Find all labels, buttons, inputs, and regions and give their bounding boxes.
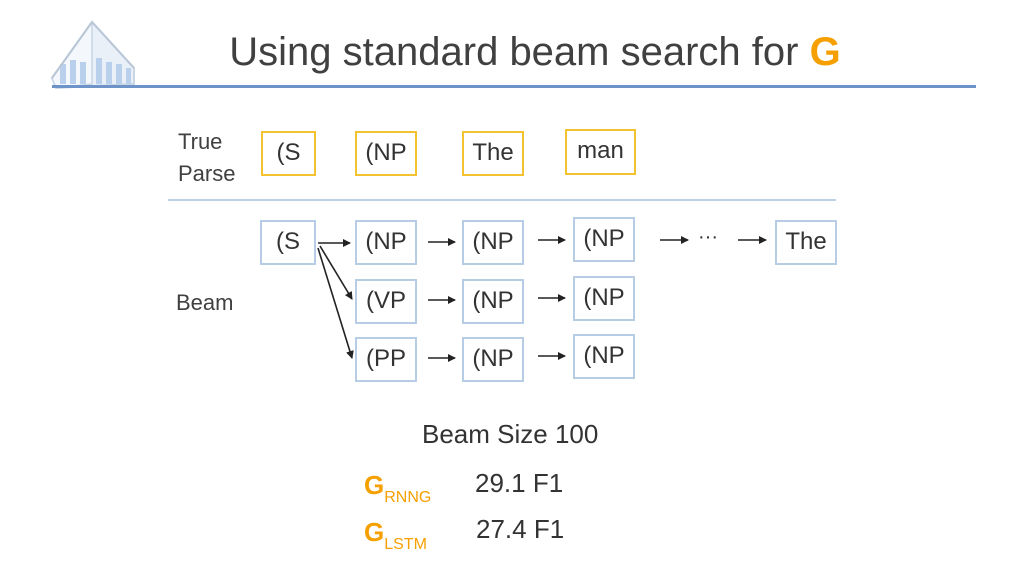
beam-size-label: Beam Size 100 xyxy=(422,419,599,449)
slide-title-highlight: G xyxy=(809,30,841,74)
beam-ellipsis: ··· xyxy=(698,226,718,248)
model-lstm-score: 27.4 F1 xyxy=(476,514,565,544)
model-rnng-sub: RNNG xyxy=(384,489,432,506)
true-parse-token-the: The xyxy=(462,131,524,176)
true-parse-token-np: (NP xyxy=(355,131,417,176)
section-divider xyxy=(168,199,836,201)
title-divider xyxy=(52,85,976,88)
true-parse-label-line1: True xyxy=(178,129,223,154)
logo-icon xyxy=(50,19,135,90)
beam-row1-col3: (NP xyxy=(573,217,635,262)
beam-row3-col2: (NP xyxy=(462,337,524,382)
arrow-root-to-pp xyxy=(317,247,354,359)
slide-title: Using standard beam search for G xyxy=(0,30,1024,75)
true-parse-label: True Parse xyxy=(178,126,235,190)
model-rnng-letter: G xyxy=(364,470,385,500)
slide-title-text: Using standard beam search for xyxy=(229,30,810,74)
model-lstm-name: GLSTM xyxy=(364,517,427,553)
beam-root-s: (S xyxy=(260,220,316,265)
true-parse-label-line2: Parse xyxy=(178,161,236,186)
beam-row2-col1: (VP xyxy=(355,279,417,324)
arrow-root-to-vp xyxy=(319,245,353,300)
beam-row2-col3: (NP xyxy=(573,276,635,321)
true-parse-token-s: (S xyxy=(261,131,316,176)
beam-end-the: The xyxy=(775,220,837,265)
beam-row3-col3: (NP xyxy=(573,334,635,379)
beam-row3-col1: (PP xyxy=(355,337,417,382)
beam-row2-col2: (NP xyxy=(462,279,524,324)
beam-label: Beam xyxy=(176,290,234,315)
beam-row1-col1: (NP xyxy=(355,220,417,265)
model-rnng-name: GRNNG xyxy=(364,470,431,506)
model-lstm-letter: G xyxy=(364,517,385,547)
beam-row1-col2: (NP xyxy=(462,220,524,265)
model-lstm-sub: LSTM xyxy=(384,536,427,553)
true-parse-token-man: man xyxy=(565,129,636,175)
model-rnng-score: 29.1 F1 xyxy=(475,468,564,498)
